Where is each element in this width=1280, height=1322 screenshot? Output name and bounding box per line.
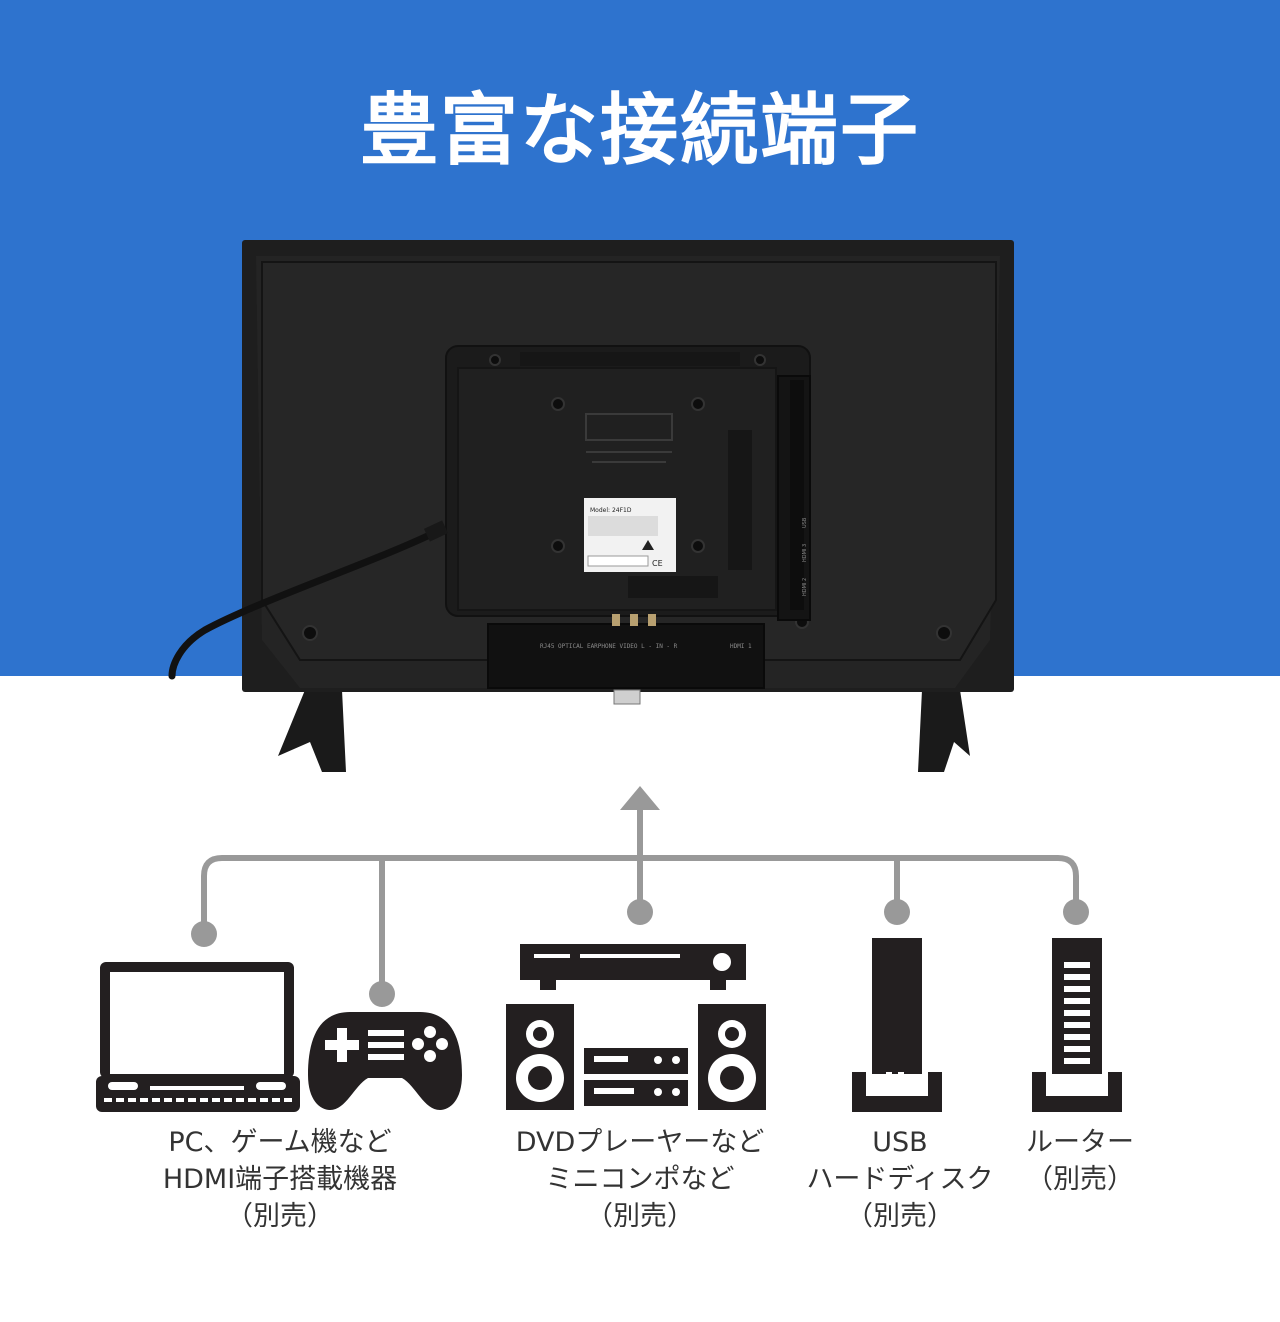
side-port-usb: USB bbox=[802, 517, 808, 528]
device-label-line: （別売） bbox=[586, 1201, 694, 1232]
bottom-port-bay bbox=[487, 623, 765, 689]
device-label-line: HDMI端子搭載機器 bbox=[162, 1164, 398, 1195]
tv-back: Model: 24F1D CE RJ45 OPTICAL EARPHONE VI… bbox=[168, 240, 1014, 772]
av-stereo-icon bbox=[506, 944, 766, 1110]
device-label-line: ルーター bbox=[1026, 1127, 1134, 1158]
side-port-hdmi2: HDMI 2 bbox=[802, 578, 808, 596]
svg-text:CE: CE bbox=[652, 559, 663, 568]
arrow-up-icon bbox=[620, 786, 660, 810]
hard-disk-icon bbox=[852, 938, 942, 1112]
device-label-line: ミニコンポなど bbox=[545, 1164, 735, 1195]
power-cord bbox=[168, 526, 444, 680]
device-label-line: （別売） bbox=[846, 1201, 954, 1232]
tv-leg-right bbox=[918, 690, 970, 772]
device-label-usb-hdd: USB ハードディスク （別売） bbox=[790, 1124, 1010, 1235]
device-label-line: DVDプレーヤーなど bbox=[515, 1127, 765, 1158]
port-hdmi-label: HDMI 1 bbox=[730, 643, 752, 650]
rating-label-model: Model: 24F1D bbox=[590, 507, 632, 514]
router-icon bbox=[1032, 938, 1122, 1112]
device-label-line: （別売） bbox=[1026, 1164, 1134, 1195]
device-label-pc: PC、ゲーム機など HDMI端子搭載機器 （別売） bbox=[120, 1124, 440, 1235]
device-label-line: PC、ゲーム機など bbox=[168, 1127, 392, 1158]
page-title: 豊富な接続端子 bbox=[359, 85, 920, 176]
port-labels: RJ45 OPTICAL EARPHONE VIDEO L - IN - R bbox=[540, 643, 678, 650]
laptop-icon bbox=[96, 962, 300, 1112]
device-label-line: USB bbox=[872, 1127, 928, 1158]
tv-leg-left bbox=[278, 690, 346, 772]
connector-dots bbox=[191, 899, 1089, 1007]
connector-lines bbox=[201, 807, 1079, 997]
gamepad-icon bbox=[308, 1012, 462, 1110]
device-label-line: ハードディスク bbox=[806, 1164, 994, 1195]
side-port-hdmi3: HDMI 3 bbox=[802, 544, 808, 562]
device-label-dvd: DVDプレーヤーなど ミニコンポなど （別売） bbox=[480, 1124, 800, 1235]
device-label-router: ルーター （別売） bbox=[1000, 1124, 1160, 1198]
device-label-line: （別売） bbox=[226, 1201, 334, 1232]
